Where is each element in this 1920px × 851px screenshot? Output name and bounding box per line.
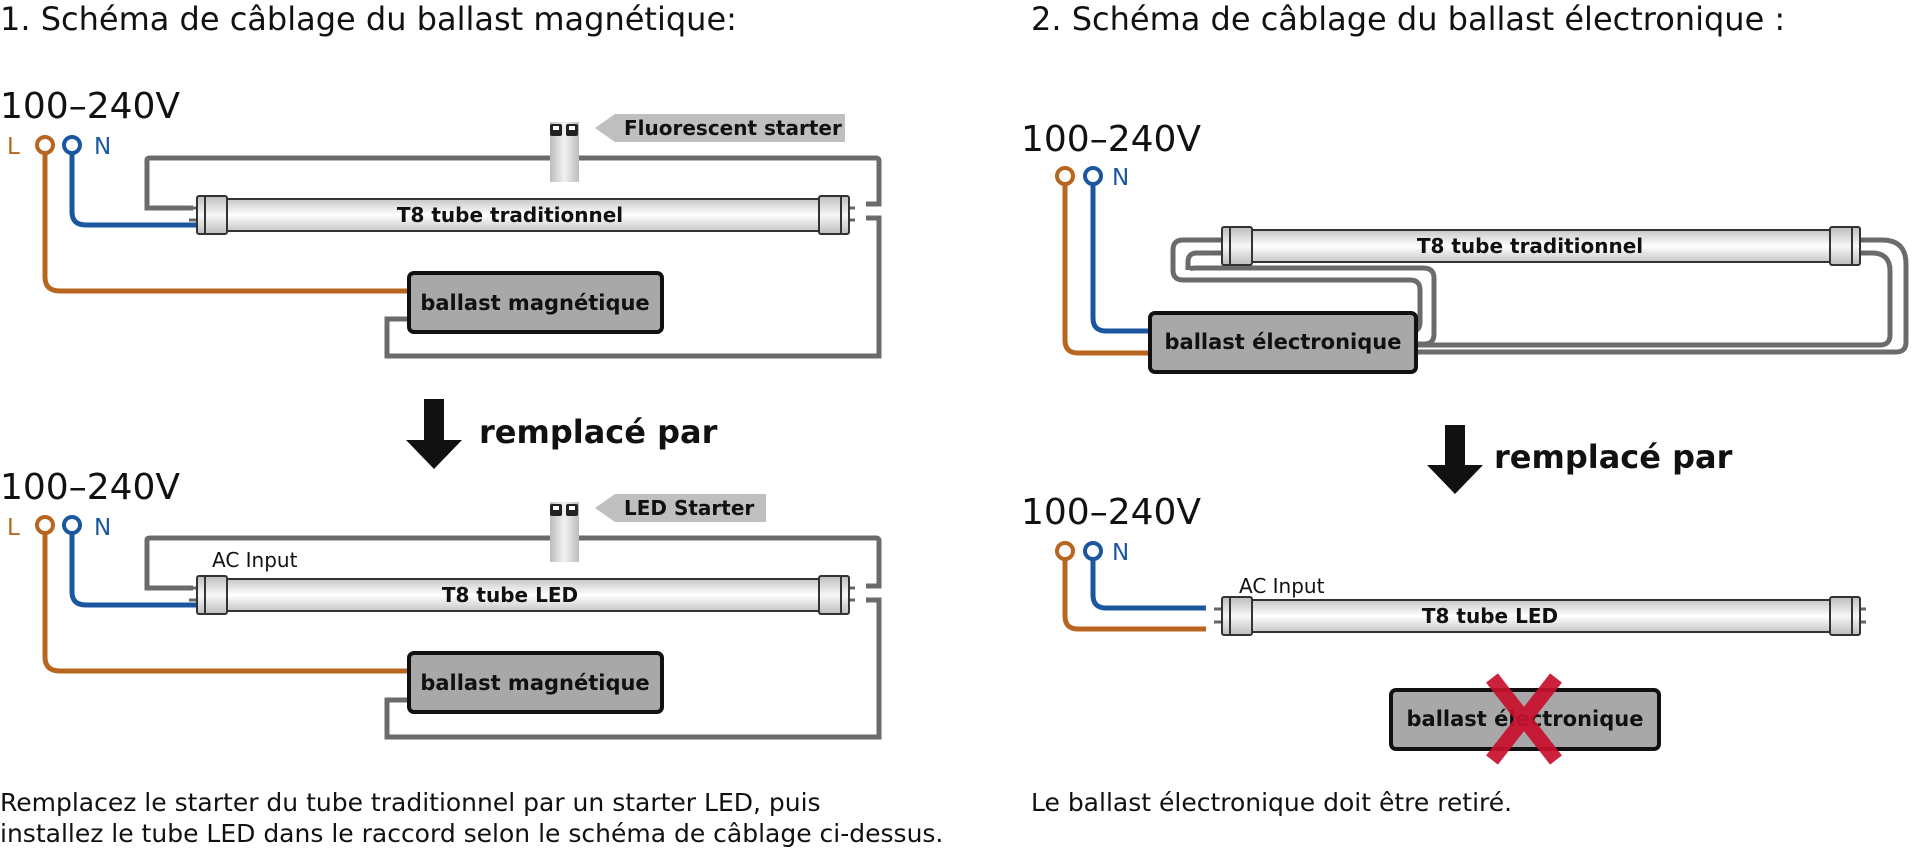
left-top-l-label: L xyxy=(7,134,20,160)
right-bottom-diagram: 100–240V N AC Input T8 tube LED ballast … xyxy=(1021,492,1866,765)
magnetic-ballast-box-bottom xyxy=(407,651,664,714)
right-bottom-tube-label: T8 tube LED xyxy=(1422,604,1558,628)
right-fluorescent-tube: T8 tube traditionnel xyxy=(1214,226,1866,266)
left-bottom-ballast-label: ballast magnétique xyxy=(420,671,649,695)
left-replace-label: remplacé par xyxy=(479,413,718,451)
right-neutral-terminal-icon xyxy=(1083,166,1103,186)
right-neutral-wire xyxy=(1090,182,1152,334)
right-live-terminal-icon xyxy=(1055,166,1075,186)
right-heading: 2. Schéma de câblage du ballast électron… xyxy=(1031,0,1785,38)
left-top-voltage: 100–240V xyxy=(0,86,180,127)
electronic-ballast-box xyxy=(1148,311,1418,374)
right-replace-label: remplacé par xyxy=(1494,438,1733,476)
ballast-wire-2 xyxy=(1185,250,1437,347)
right-top-tube-label: T8 tube traditionnel xyxy=(1417,234,1643,258)
right-bottom-ac-input: AC Input xyxy=(1239,574,1325,598)
right-live-terminal-icon-bottom xyxy=(1055,541,1075,561)
live-terminal-icon-bottom xyxy=(35,515,55,535)
right-live-wire xyxy=(1062,182,1152,356)
starter-pointer-tag xyxy=(595,114,845,142)
right-neutral-wire-bottom xyxy=(1090,557,1206,611)
neutral-wire-bottom xyxy=(69,532,196,608)
neutral-terminal-icon-bottom xyxy=(62,515,82,535)
ballast-wire-1 xyxy=(1170,237,1423,335)
left-bottom-ac-input: AC Input xyxy=(212,548,298,572)
live-wire xyxy=(42,152,410,294)
ballast-return-wire xyxy=(384,215,882,359)
right-note: Le ballast électronique doit être retiré… xyxy=(1031,788,1512,817)
neutral-terminal-icon xyxy=(62,135,82,155)
left-note-line-2: installez le tube LED dans le raccord se… xyxy=(0,819,943,848)
left-bottom-voltage: 100–240V xyxy=(0,467,180,508)
right-neutral-terminal-icon-bottom xyxy=(1083,541,1103,561)
left-note-line-1: Remplacez le starter du tube traditionne… xyxy=(0,788,821,817)
left-heading: 1. Schéma de câblage du ballast magnétiq… xyxy=(0,0,737,38)
left-bottom-tube-label: T8 tube LED xyxy=(442,583,578,607)
right-top-n-label: N xyxy=(1112,165,1129,191)
right-led-tube: T8 tube LED xyxy=(1214,596,1866,636)
live-terminal-icon xyxy=(35,135,55,155)
right-bottom-n-label: N xyxy=(1112,540,1129,566)
led-starter-wire-loop xyxy=(144,535,882,591)
live-wire-bottom xyxy=(42,532,410,674)
left-top-starter-tag: Fluorescent starter xyxy=(624,116,842,140)
down-arrow-icon xyxy=(424,399,444,440)
right-replace-arrow xyxy=(1427,425,1483,494)
removed-cross-icon xyxy=(1486,673,1562,765)
left-top-tube-label: T8 tube traditionnel xyxy=(397,203,623,227)
right-top-voltage: 100–240V xyxy=(1021,119,1201,160)
left-top-n-label: N xyxy=(94,134,111,160)
led-tube: T8 tube LED xyxy=(189,575,855,615)
ballast-wire-3 xyxy=(1417,237,1909,355)
left-bottom-n-label: N xyxy=(94,515,111,541)
right-live-wire-bottom xyxy=(1062,557,1206,632)
fluorescent-tube: T8 tube traditionnel xyxy=(189,195,855,235)
left-bottom-diagram: 100–240V L N AC Input T8 tube LED LED St… xyxy=(0,467,882,740)
right-top-diagram: 100–240V N T8 tube traditionnel ballast … xyxy=(1021,119,1909,374)
ballast-wire-4 xyxy=(1417,250,1893,348)
left-top-diagram: 100–240V L N T8 tube traditionnel xyxy=(0,86,882,359)
right-bottom-voltage: 100–240V xyxy=(1021,492,1201,533)
down-arrow-icon-right xyxy=(1445,425,1465,465)
neutral-wire xyxy=(69,152,196,228)
left-bottom-l-label: L xyxy=(7,515,20,541)
left-top-ballast-label: ballast magnétique xyxy=(420,291,649,315)
fluorescent-starter-icon xyxy=(550,122,579,182)
led-starter-pointer-tag xyxy=(595,494,766,522)
right-top-ballast-label: ballast électronique xyxy=(1165,330,1402,354)
left-bottom-starter-tag: LED Starter xyxy=(624,496,754,520)
led-starter-icon xyxy=(550,502,579,562)
ballast-return-wire-bottom xyxy=(384,597,882,740)
starter-wire-loop xyxy=(144,155,882,211)
left-replace-arrow xyxy=(406,399,462,469)
magnetic-ballast-box xyxy=(407,271,664,334)
